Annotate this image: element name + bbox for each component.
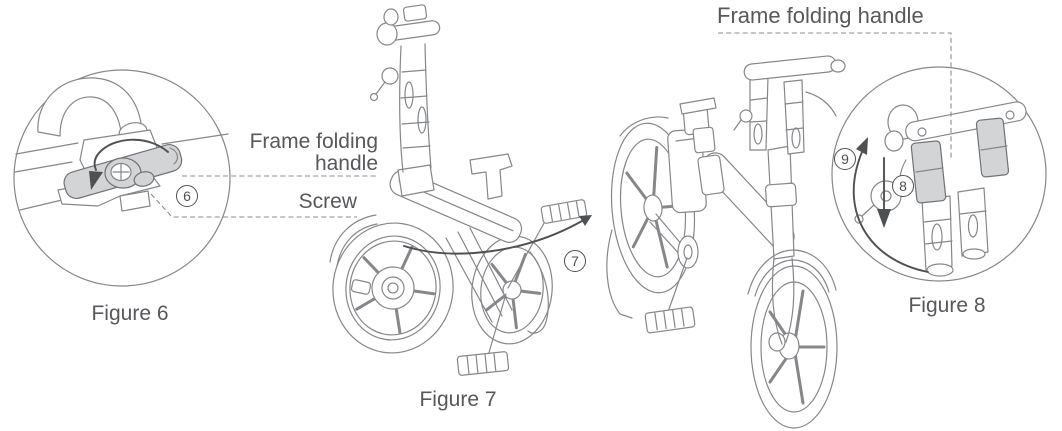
figure6-detail-drawing <box>13 69 378 287</box>
frame-folding-handle-label-left: Frame folding handle <box>250 131 378 175</box>
frame-folding-handle-label-line2: handle <box>314 152 378 175</box>
press-down-arrow-fig8-head <box>877 209 891 228</box>
callout-step-7: 7 <box>564 250 586 272</box>
figure8-caption: Figure 8 <box>908 294 986 317</box>
fig8-brake-lever <box>805 91 837 117</box>
fig7-rear-wheel <box>471 235 553 345</box>
fig8-grip-right <box>975 117 1010 178</box>
rotate-arrow-fig6 <box>93 138 169 171</box>
fig8-chainring <box>677 235 699 269</box>
fig7-stem <box>399 45 404 173</box>
fig7-pedal-lower <box>456 351 510 376</box>
fig7-brake-knob <box>381 67 399 85</box>
fig7-crank-upper <box>507 215 549 289</box>
callout-step-9: 9 <box>834 148 856 170</box>
fig8-stem-right <box>783 79 805 155</box>
leader-line-frame-folding-handle <box>718 32 952 160</box>
fig8-reflector <box>692 126 716 154</box>
fig8-handlebar <box>743 55 837 81</box>
fig8-seat-clamp <box>679 97 717 115</box>
callout-step-6: 6 <box>176 185 198 207</box>
fig7-pedal-upper <box>540 199 588 224</box>
frame-folding-handle-label-top: Frame folding handle <box>717 3 924 28</box>
fig7-seat-bracket <box>469 153 513 200</box>
fig8-stand <box>606 229 633 319</box>
fig8-crank <box>667 257 688 313</box>
fig8-stem-left <box>749 75 769 151</box>
swing-arrow-fig8-head <box>856 137 868 155</box>
figure7-caption: Figure 7 <box>419 388 497 411</box>
screw-slot <box>112 163 130 181</box>
fig7-front-wheel <box>332 222 454 354</box>
frame-folding-handle-label-line1: Frame folding <box>249 130 378 153</box>
fig8-front-wheel <box>750 265 838 429</box>
fig7-crank-lower <box>487 293 507 357</box>
fig8-fork <box>771 257 783 345</box>
figure7-folded-bike-drawing <box>329 4 592 376</box>
frame-tube-line <box>15 142 79 155</box>
fig8-detail-arm <box>905 101 1027 142</box>
rotate-arrow-fig6-head <box>89 171 103 190</box>
fig8-grip-left <box>910 140 947 204</box>
figure8-bike-drawing <box>606 55 846 429</box>
fig8-pedal <box>644 306 696 334</box>
fig7-axle <box>350 279 372 295</box>
figure8-detail-drawing <box>718 32 1047 282</box>
swing-arrow-fig8 <box>852 151 929 273</box>
callout-step-8: 8 <box>892 175 914 197</box>
swing-arrow-fig7-head <box>579 215 592 226</box>
figure6-caption: Figure 6 <box>91 302 169 325</box>
screw-label: Screw <box>298 190 357 213</box>
leader-line-screw <box>150 193 357 218</box>
swing-arrow-fig7 <box>403 220 583 255</box>
